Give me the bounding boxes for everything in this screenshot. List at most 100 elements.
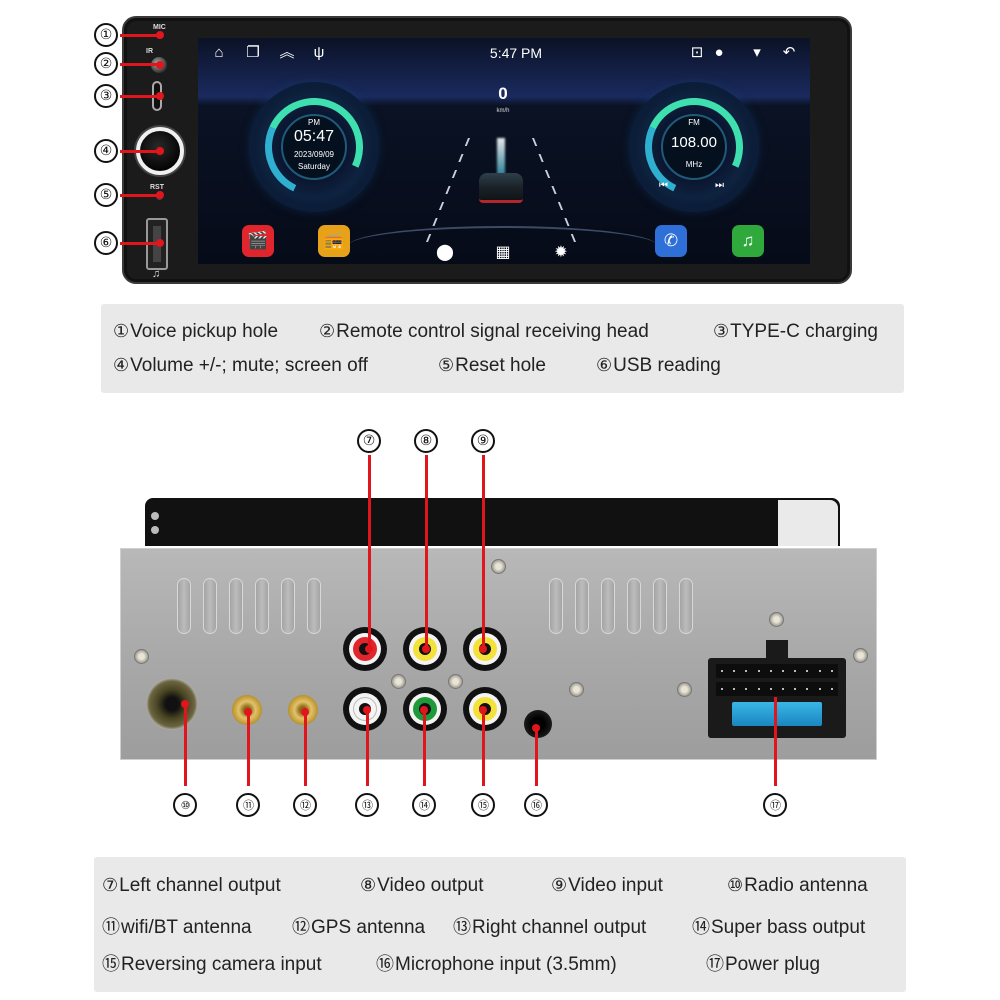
speed-unit: km/h <box>496 108 510 114</box>
callout-6: ⑥ <box>94 231 118 255</box>
callout-line <box>120 63 160 66</box>
callout-11: ⑪ <box>236 793 260 817</box>
next-station-icon[interactable]: ⏭ <box>715 180 724 191</box>
vent-slot <box>203 578 217 634</box>
car-graphic <box>479 173 523 203</box>
legend-item-17: ⑰Power plug <box>706 954 821 975</box>
fuse <box>732 702 822 726</box>
horizon-arc <box>348 226 658 264</box>
callout-line <box>366 712 369 786</box>
radio-band: FM <box>688 118 700 127</box>
vent-slot <box>177 578 191 634</box>
rst-label: RST <box>150 184 164 191</box>
location-icon: ● <box>714 44 724 61</box>
power-plug-latch <box>766 640 788 660</box>
mic-label: MIC <box>153 24 166 31</box>
settings-icon[interactable]: ✹ <box>554 244 568 261</box>
front-legend: ①Voice pickup hole ②Remote control signa… <box>101 304 904 393</box>
legend-item-5: ⑤Reset hole <box>438 355 546 376</box>
screw <box>134 649 149 664</box>
callout-dot <box>301 708 309 716</box>
video-app-icon[interactable]: 🎬 <box>242 225 274 257</box>
callout-line <box>368 455 371 648</box>
legend-item-14: ⑭Super bass output <box>692 917 866 938</box>
callout-line <box>247 712 250 786</box>
vent-slot <box>679 578 693 634</box>
radio-widget[interactable]: FM 108.00 MHz ⏮ ⏭ <box>631 84 757 210</box>
vent-slot <box>281 578 295 634</box>
chassis-top <box>145 498 840 546</box>
cast-icon[interactable]: ⊡ <box>690 44 704 61</box>
callout-line <box>482 455 485 648</box>
screw <box>569 682 584 697</box>
clock-widget[interactable]: PM 05:47 2023/09/09 Saturday <box>251 84 377 210</box>
vent-slot <box>255 578 269 634</box>
callout-line <box>120 150 160 153</box>
vent-slot <box>229 578 243 634</box>
callout-line <box>120 95 160 98</box>
callout-15: ⑮ <box>471 793 495 817</box>
legend-item-4: ④Volume +/-; mute; screen off <box>113 355 368 376</box>
nav-beam <box>497 138 505 176</box>
collapse-icon[interactable]: ︽ <box>279 44 295 61</box>
phone-app-icon[interactable]: ✆ <box>655 225 687 257</box>
legend-item-8: ⑧Video output <box>360 875 484 896</box>
callout-line <box>425 455 428 648</box>
callout-dot <box>156 147 164 155</box>
music-app-icon[interactable]: ♫ <box>732 225 764 257</box>
callout-9: ⑨ <box>471 429 495 453</box>
legend-item-3: ③TYPE-C charging <box>713 321 878 342</box>
callout-16: ⑯ <box>524 793 548 817</box>
home-icon[interactable]: ⌂ <box>214 44 224 61</box>
screw <box>769 612 784 627</box>
power-plug[interactable] <box>708 658 846 738</box>
speed-value: 0 <box>498 84 508 103</box>
vent-slot <box>307 578 321 634</box>
status-time: 5:47 PM <box>489 45 543 61</box>
screw <box>391 674 406 689</box>
back-icon[interactable]: ↶ <box>782 44 796 61</box>
wifi-icon: ▾ <box>753 44 761 61</box>
callout-5: ⑤ <box>94 183 118 207</box>
callout-line <box>120 194 160 197</box>
recent-apps-icon[interactable]: ❐ <box>246 44 260 61</box>
touch-screen[interactable]: ⌂ ❐ ︽ ψ 5:47 PM ⊡ ● ▾ ↶ 0 km/h PM 05:47 … <box>198 38 810 264</box>
callout-dot <box>156 239 164 247</box>
radio-frequency: 108.00 <box>671 134 717 151</box>
callout-dot <box>156 92 164 100</box>
vent-slot <box>653 578 667 634</box>
legend-item-12: ⑫GPS antenna <box>292 917 426 938</box>
legend-item-16: ⑯Microphone input (3.5mm) <box>376 954 617 975</box>
radio-app-icon[interactable]: 📻 <box>318 225 350 257</box>
legend-item-10: ⑩Radio antenna <box>727 875 868 896</box>
vent-slot <box>601 578 615 634</box>
callout-dot <box>365 645 373 653</box>
clock-weekday: Saturday <box>297 162 331 171</box>
legend-item-13: ⑬Right channel output <box>453 917 647 938</box>
navigation-icon[interactable]: ⬤ <box>436 244 454 261</box>
callout-line <box>482 712 485 786</box>
callout-dot <box>156 61 164 69</box>
callout-10: ⑩ <box>173 793 197 817</box>
callout-dot <box>532 724 540 732</box>
clock-ampm: PM <box>308 118 320 127</box>
callout-line <box>120 34 160 37</box>
video-input-rca[interactable] <box>463 627 507 671</box>
status-bar: ⌂ ❐ ︽ ψ 5:47 PM ⊡ ● ▾ ↶ <box>198 38 810 70</box>
callout-2: ② <box>94 52 118 76</box>
vent-slot <box>549 578 563 634</box>
legend-item-11: ⑪wifi/BT antenna <box>102 917 252 938</box>
previous-station-icon[interactable]: ⏮ <box>659 180 668 191</box>
vent-slot <box>627 578 641 634</box>
clock-time: 05:47 <box>293 128 335 145</box>
ir-label: IR <box>146 48 153 55</box>
callout-3: ③ <box>94 84 118 108</box>
legend-item-15: ⑮Reversing camera input <box>102 954 322 975</box>
callout-dot <box>244 708 252 716</box>
back-legend: ⑦Left channel output ⑧Video output ⑨Vide… <box>94 857 906 992</box>
radio-antenna-port[interactable] <box>146 678 198 730</box>
screw <box>853 648 868 663</box>
apps-grid-icon[interactable]: ▦ <box>495 244 511 261</box>
legend-item-7: ⑦Left channel output <box>102 875 281 896</box>
clock-date: 2023/09/09 <box>293 150 335 159</box>
